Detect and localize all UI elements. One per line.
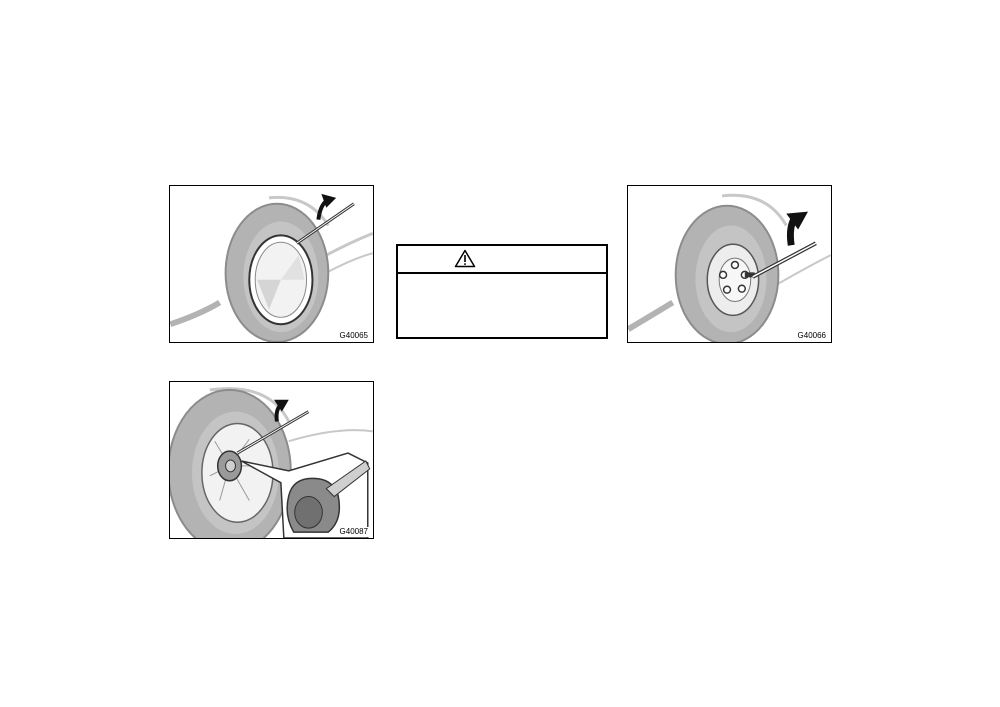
lug-nut-loosening-figure: G40066 bbox=[627, 185, 832, 343]
figure-code: G40087 bbox=[338, 527, 369, 537]
hub-cap-removal-illustration bbox=[170, 387, 373, 538]
warning-triangle-icon bbox=[454, 249, 476, 268]
lug-nut-loosening-illustration bbox=[628, 193, 831, 342]
caution-header bbox=[398, 246, 606, 274]
wheel-cover-removal-figure: G40065 bbox=[169, 185, 374, 343]
wheel-cover-removal-illustration bbox=[170, 193, 373, 342]
hub-cap-removal-figure: G40087 bbox=[169, 381, 374, 539]
caution-box bbox=[396, 244, 608, 339]
caution-body bbox=[398, 274, 606, 337]
figure-code: G40066 bbox=[796, 331, 827, 341]
figure-code: G40065 bbox=[338, 331, 369, 341]
